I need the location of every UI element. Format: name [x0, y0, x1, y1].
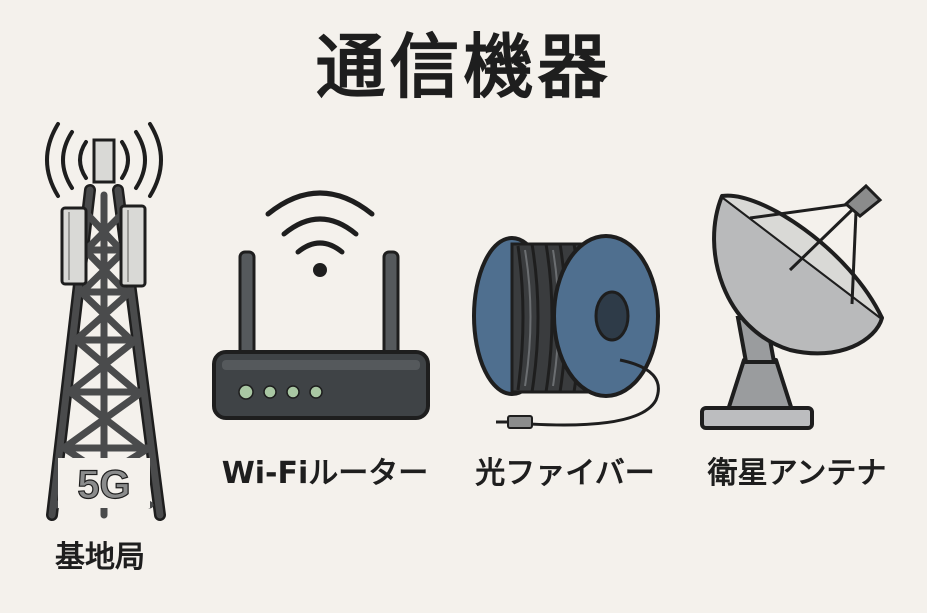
satellite-dish-icon: [700, 183, 884, 430]
dish-stand: [726, 358, 794, 412]
dish-base: [700, 406, 814, 430]
signal-waves: [45, 122, 163, 198]
label-wifi-router: Wi-Fiルーター: [221, 456, 429, 491]
antenna-panels: [60, 204, 147, 288]
fiber-connector: [507, 415, 533, 429]
cell-tower-icon: 5G: [45, 122, 166, 521]
fiber-cable-reel-icon: [472, 234, 660, 429]
badge-backdrop: [58, 458, 150, 508]
dish-feed-horn: [843, 183, 883, 218]
fiber-cable-tail: [529, 358, 660, 427]
router-antenna-left: [238, 250, 256, 360]
dish-feed-arms: [749, 202, 858, 305]
router-status-leds: [238, 384, 323, 400]
page-title: 通信機器: [315, 26, 612, 108]
label-satellite-antenna: 衛星アンテナ: [707, 456, 887, 491]
wifi-signal-dot: [313, 263, 327, 277]
label-optical-fiber: 光ファイバー: [475, 456, 655, 491]
router-top-edge: [222, 360, 420, 370]
tower-badge-5g: 5G: [77, 463, 130, 507]
dish-reflector: [712, 194, 884, 356]
router-antenna-right: [382, 250, 400, 360]
wifi-router-icon: [212, 190, 430, 420]
mast-top: [92, 138, 116, 184]
wifi-signal-icon: [265, 190, 375, 255]
reel-hub: [594, 290, 630, 342]
label-base-station: 基地局: [55, 540, 145, 575]
